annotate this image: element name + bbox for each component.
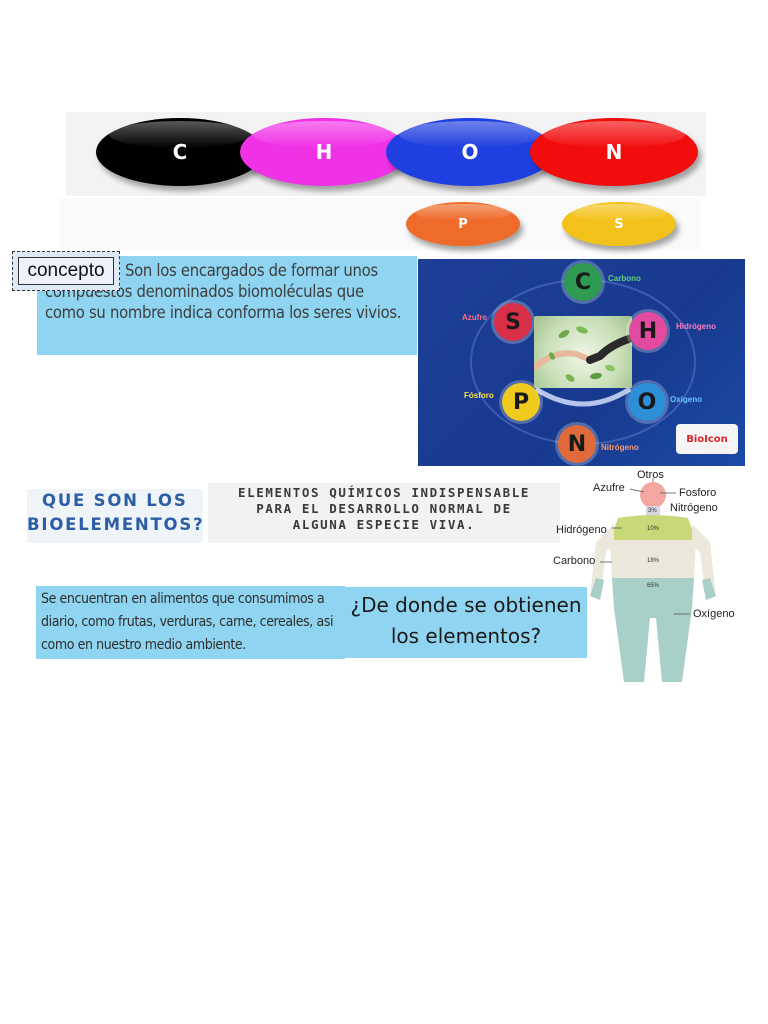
label-otros: Otros	[637, 469, 664, 481]
poster-element-n: N	[558, 425, 596, 463]
percent-carbono: 18%	[647, 558, 660, 564]
label-oxigeno: Oxígeno	[693, 608, 735, 620]
poster-element-s: S	[494, 303, 532, 341]
percent-nitrogeno: 3%	[648, 508, 657, 514]
human-body-figure	[590, 478, 716, 682]
percent-oxigeno: 65%	[647, 583, 660, 589]
poster-element-p: P	[502, 383, 540, 421]
definition-line: ALGUNA ESPECIE VIVA.	[292, 517, 476, 532]
question-line: QUE SON LOS	[42, 491, 188, 510]
label-fosforo: Fosforo	[679, 487, 717, 499]
element-c-badge: C	[96, 118, 264, 186]
sources-question-line: ¿De donde se obtienen	[350, 593, 582, 617]
hands-leaves-image	[534, 316, 632, 388]
badge-highlight	[253, 120, 395, 148]
label-carbono: Carbono	[553, 555, 596, 567]
element-letter: N	[605, 140, 623, 164]
element-letter: O	[461, 140, 479, 164]
sources-line: como en nuestro medio ambiente.	[41, 637, 246, 653]
concept-line: compuestos denominados biomoléculas que	[45, 282, 364, 301]
poster-element-label: Carbono	[608, 274, 641, 283]
sources-line: diario, como frutas, verduras, carne, ce…	[41, 614, 334, 630]
element-s-badge: S	[562, 202, 676, 246]
element-letter: P	[458, 216, 468, 232]
label-hidrogeno: Hidrógeno	[556, 524, 607, 536]
badge-highlight	[109, 120, 251, 148]
definition-line: PARA EL DESARROLLO NORMAL DE	[256, 501, 512, 516]
definition-line: ELEMENTOS QUÍMICOS INDISPENSABLE	[237, 485, 531, 500]
question-line: BIOELEMENTOS?	[27, 515, 205, 534]
element-o-badge: O	[386, 118, 554, 186]
poster-element-c: C	[564, 263, 602, 301]
poster-element-label: Nitrógeno	[601, 443, 639, 452]
bioicon-logo: BioIcon	[676, 424, 738, 454]
poster-element-o: O	[628, 383, 666, 421]
concept-line: Son los encargados de formar unos	[125, 261, 378, 280]
label-azufre: Azufre	[593, 482, 625, 494]
sources-question: ¿De donde se obtienen los elementos?	[345, 587, 587, 658]
poster-element-label: Oxígeno	[670, 395, 703, 404]
badge-highlight	[415, 203, 511, 222]
poster-element-label: Azufre	[462, 313, 487, 322]
percent-hidrogeno: 10%	[647, 526, 660, 532]
definition-box: ELEMENTOS QUÍMICOS INDISPENSABLE PARA EL…	[208, 483, 560, 543]
concept-line: como su nombre indica conforma los seres…	[45, 303, 402, 322]
poster-element-h: H	[629, 312, 667, 350]
poster-element-label: Hidrógeno	[676, 322, 716, 331]
poster-element-label: Fósforo	[464, 391, 494, 400]
badge-highlight	[543, 120, 685, 148]
badge-highlight	[571, 203, 667, 222]
badge-highlight	[399, 120, 541, 148]
concept-tag-label: concepto	[18, 257, 114, 285]
sources-text: Se encuentran en alimentos que consumimo…	[36, 586, 345, 659]
element-letter: H	[315, 140, 333, 164]
concept-tag[interactable]: concepto	[12, 251, 120, 291]
label-nitrogeno: Nitrógeno	[670, 502, 718, 514]
question-title: QUE SON LOS BIOELEMENTOS?	[27, 489, 203, 543]
sources-line: Se encuentran en alimentos que consumimo…	[41, 591, 325, 607]
element-n-badge: N	[530, 118, 698, 186]
element-h-badge: H	[240, 118, 408, 186]
element-p-badge: P	[406, 202, 520, 246]
element-letter: S	[614, 216, 624, 232]
element-letter: C	[172, 140, 188, 164]
body-composition-diagram: Otros Azufre Fosforo Nitrógeno Hidrógeno…	[548, 468, 744, 690]
sources-question-line: los elementos?	[390, 624, 542, 648]
